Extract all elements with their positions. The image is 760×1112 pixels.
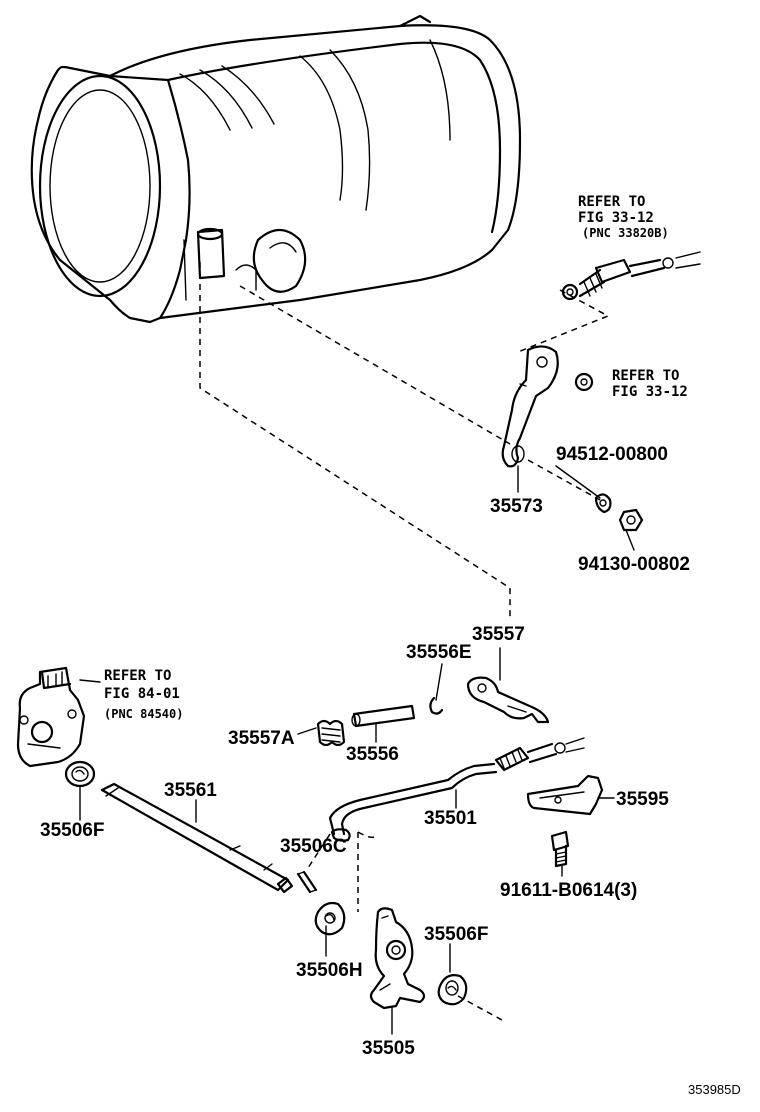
transmission-housing <box>30 14 522 324</box>
manual-shaft-35561 <box>100 782 294 894</box>
label-35501: 35501 <box>424 808 477 829</box>
ref-nut-line1: REFER TO <box>612 368 679 384</box>
label-35556E: 35556E <box>406 642 472 663</box>
label-35506F-right: 35506F <box>424 924 488 945</box>
ref-note-nut: REFER TO FIG 33-12 <box>612 368 688 400</box>
label-94512-00800: 94512-00800 <box>556 444 668 465</box>
ref-cable-line1: REFER TO <box>578 194 645 210</box>
ref-switch-line2: FIG 84-01 <box>104 686 180 702</box>
pin-35556 <box>351 704 416 728</box>
ref-note-switch: REFER TO FIG 84-01 (PNC 84540) <box>104 668 183 721</box>
nut-94130-00802 <box>618 508 644 532</box>
leader-lines <box>79 465 635 1035</box>
figure-code: 353985D <box>688 1082 741 1097</box>
label-35505: 35505 <box>362 1038 415 1059</box>
label-35561: 35561 <box>164 780 217 801</box>
ref-cable-line2: FIG 33-12 <box>578 210 654 226</box>
label-35595: 35595 <box>616 789 669 810</box>
label-94130-00802: 94130-00802 <box>578 554 690 575</box>
label-35573: 35573 <box>490 496 543 517</box>
nut-ref-33-12 <box>574 372 594 392</box>
lever-35557 <box>466 676 550 724</box>
label-35506H: 35506H <box>296 960 363 981</box>
oil-seal-35506F-right <box>437 974 468 1006</box>
dashed-guide-lines <box>199 262 610 1021</box>
bracket-35595 <box>526 774 604 816</box>
spring-pin-35506C <box>296 870 318 894</box>
oil-seal-35506F-left <box>64 760 96 788</box>
ref-switch-line3: (PNC 84540) <box>104 707 183 721</box>
part-labels: 35573 94512-00800 94130-00802 35557 3555… <box>40 444 690 1059</box>
spring-35557A <box>316 719 346 747</box>
label-35557: 35557 <box>472 624 525 645</box>
washer-94512-00800 <box>594 493 612 514</box>
neutral-start-switch <box>16 666 86 768</box>
control-rod-35501 <box>328 762 498 842</box>
label-35556: 35556 <box>346 744 399 765</box>
label-35506C: 35506C <box>280 836 347 857</box>
label-91611-B0614: 91611-B0614(3) <box>500 880 637 901</box>
lever-35505 <box>369 907 426 1010</box>
ref-nut-line2: FIG 33-12 <box>612 384 688 400</box>
e-ring-35556E <box>429 696 444 715</box>
label-35557A: 35557A <box>228 728 295 749</box>
ref-cable-line3: (PNC 33820B) <box>582 226 669 240</box>
shift-cable-upper <box>561 251 701 301</box>
bolt-91611-B0614 <box>550 830 570 868</box>
spacer-35506H <box>314 901 346 936</box>
shift-cable-lower <box>494 737 585 772</box>
ref-note-cable: REFER TO FIG 33-12 (PNC 33820B) <box>578 194 669 240</box>
lever-35573 <box>501 345 559 468</box>
ref-switch-line1: REFER TO <box>104 668 171 684</box>
label-35506F-left: 35506F <box>40 820 104 841</box>
